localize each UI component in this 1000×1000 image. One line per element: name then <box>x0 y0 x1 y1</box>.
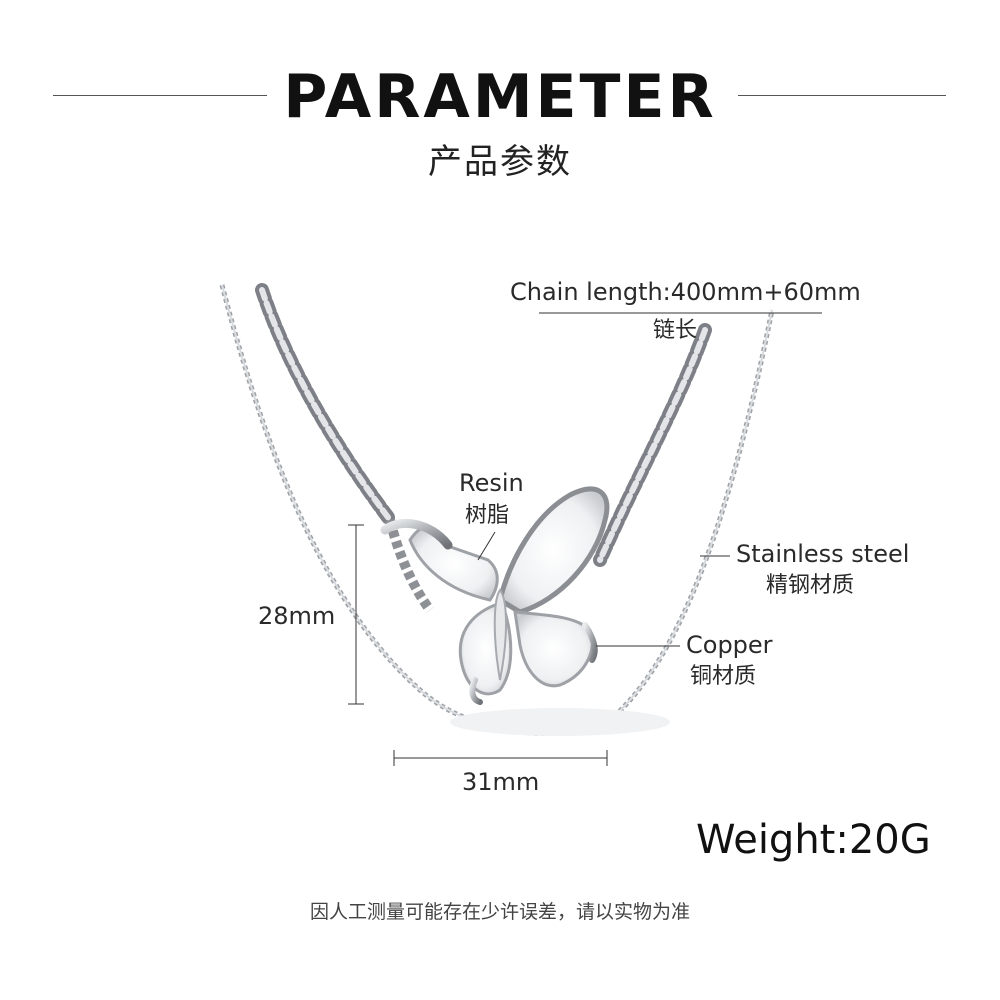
pendant-shadow <box>450 708 670 736</box>
curb-chain <box>255 283 712 613</box>
header-rule-right <box>738 95 946 96</box>
height-label: 28mm <box>258 602 336 630</box>
disclaimer-text: 因人工测量可能存在少许误差，请以实物为准 <box>309 901 690 923</box>
chain-length-label: Chain length:400mm+60mm <box>510 278 861 306</box>
stainless-steel-label: Stainless steel <box>736 540 910 568</box>
butterfly-pendant <box>380 486 610 705</box>
page-title: PARAMETER <box>283 62 717 132</box>
width-label: 31mm <box>462 768 540 796</box>
copper-label: Copper <box>686 631 773 659</box>
width-dimension <box>393 750 608 766</box>
header-rule-left <box>53 95 267 96</box>
resin-label: Resin <box>459 469 524 497</box>
page-subtitle: 产品参数 <box>428 142 572 182</box>
resin-leader <box>477 531 496 561</box>
stainless-steel-label-cn: 精钢材质 <box>766 573 855 598</box>
resin-label-cn: 树脂 <box>465 503 510 528</box>
height-dimension <box>348 524 364 705</box>
weight-label: Weight:20G <box>696 817 931 863</box>
chain-length-label-cn: 链长 <box>653 318 698 343</box>
copper-label-cn: 铜材质 <box>690 664 757 689</box>
